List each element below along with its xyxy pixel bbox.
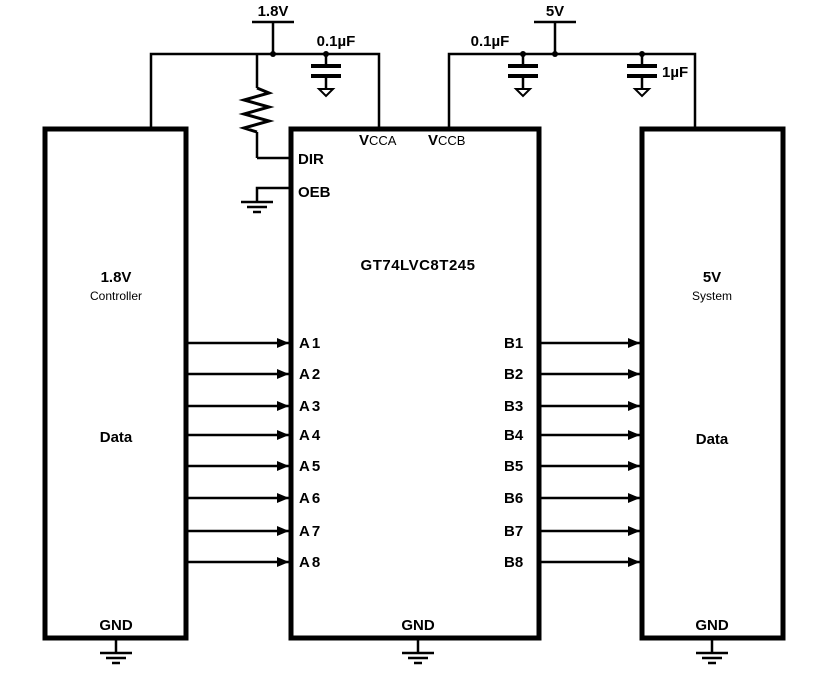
oeb-ground: [241, 186, 291, 214]
system-data-label: Data: [696, 431, 729, 448]
a-pin-label: A8: [299, 554, 322, 571]
oeb-pin-label: OEB: [298, 184, 331, 201]
system-gnd-label: GND: [695, 617, 729, 634]
part-number: GT74LVC8T245: [361, 257, 476, 274]
capacitor-vcca-label: 0.1µF: [317, 33, 356, 50]
controller-gnd-label: GND: [99, 617, 133, 634]
capacitor-vccb: [508, 51, 538, 98]
capacitor-vccb-label: 0.1µF: [471, 33, 510, 50]
controller-data-label: Data: [100, 429, 133, 446]
ground-symbol: [696, 640, 728, 665]
bottom-grounds: [100, 640, 728, 665]
controller-block: [42, 126, 189, 641]
b-pin-label: B7: [504, 523, 523, 540]
transceiver-ic: [288, 126, 542, 641]
supply-5v-symbol: [534, 20, 576, 57]
b-pin-label: B4: [504, 427, 524, 444]
transceiver-gnd-label: GND: [401, 617, 435, 634]
vcca-pin-label: VCCA: [359, 132, 397, 149]
b-pin-label: B5: [504, 458, 523, 475]
a-pin-label: A2: [299, 366, 322, 383]
system-block: [639, 126, 786, 641]
a-pin-label: A7: [299, 523, 322, 540]
supply-5v-label: 5V: [546, 3, 564, 20]
b-pin-label: B3: [504, 398, 523, 415]
ground-symbol: [402, 640, 434, 665]
a-pin-label: A5: [299, 458, 322, 475]
controller-voltage: 1.8V: [101, 269, 132, 286]
supply-1v8-label: 1.8V: [258, 3, 289, 20]
a-pin-label: A1: [299, 335, 322, 352]
capacitor-vcca: [311, 51, 341, 98]
a-pin-label: A4: [299, 427, 322, 444]
system-name: System: [692, 289, 732, 303]
b-pin-label: B1: [504, 335, 523, 352]
controller-name: Controller: [90, 289, 142, 303]
rail-5v-wire: [447, 52, 697, 131]
b-pin-label: B8: [504, 554, 523, 571]
a-pin-label: A3: [299, 398, 322, 415]
vccb-pin-label: VCCB: [428, 132, 465, 149]
capacitor-bulk-label: 1µF: [662, 64, 688, 81]
dir-pin-label: DIR: [298, 151, 324, 168]
b-pin-label: B2: [504, 366, 523, 383]
b-pin-label: B6: [504, 490, 523, 507]
ground-symbol: [100, 640, 132, 665]
capacitor-bulk: [627, 51, 657, 98]
a-pin-label: A6: [299, 490, 322, 507]
supply-1v8-symbol: [252, 20, 294, 57]
system-voltage: 5V: [703, 269, 721, 286]
pullup-resistor: [238, 54, 291, 160]
